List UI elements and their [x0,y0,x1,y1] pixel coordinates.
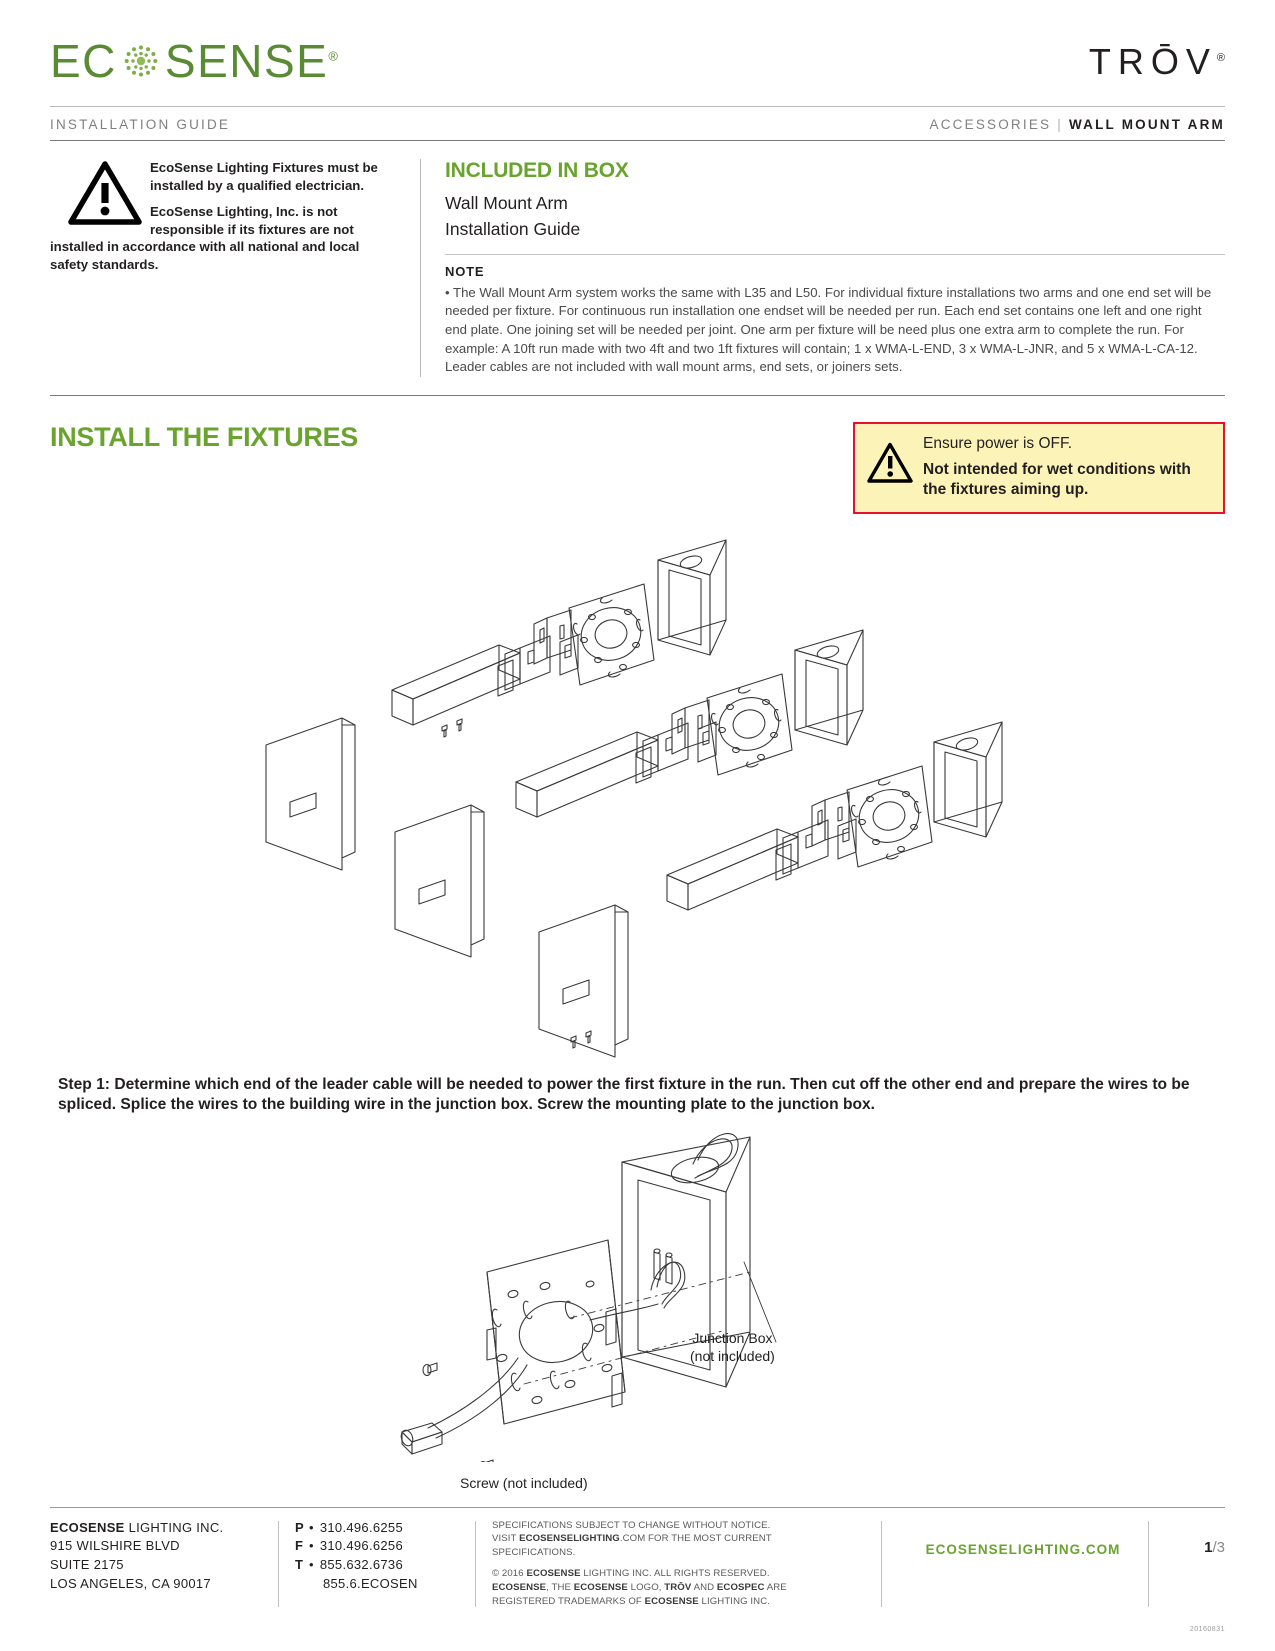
footer-address-line-2: 915 WILSHIRE BLVD [50,1538,180,1554]
page-number-total: 3 [1216,1538,1225,1556]
footer-address-line-3: SUITE 2175 [50,1557,124,1573]
page-number-separator: / [1212,1538,1217,1556]
included-item-1: Installation Guide [445,219,581,240]
included-in-box-block: INCLUDED IN BOX Wall Mount Arm Installat… [421,159,1225,377]
install-section-title: INSTALL THE FIXTURES [50,422,359,453]
legal-registered-brand: ECOSENSE [644,1596,699,1608]
warning-triangle-icon [867,442,913,484]
phone-number-toll: 855.632.6736 [319,1557,403,1573]
breadcrumb-category: ACCESSORIES [929,117,1052,132]
legal-tm-mid-3: AND [691,1582,717,1594]
breadcrumb: ACCESSORIES | WALL MOUNT ARM [930,117,1225,132]
callout-junction-box: Junction Box (not included) [690,1329,775,1365]
legal-spec-end: SPECIFICATIONS. [492,1547,576,1559]
footer-contact: P • 310.496.6255 F • 310.496.6256 T • 855.632.… [295,1519,475,1594]
trov-logo-text: TRŌV [1088,41,1217,82]
phone-number-main: 310.496.6255 [319,1519,403,1535]
legal-tm-brand-4: ECOSPEC [716,1582,765,1594]
brand-text-eco: EC [50,35,117,87]
footer-divider-3 [881,1520,882,1607]
breadcrumb-separator: | [1057,117,1063,132]
ecosense-logo: EC [50,38,339,84]
legal-tm-mid-1: , THE [546,1582,574,1594]
note-label: NOTE [445,263,485,279]
legal-tm-brand-1: ECOSENSE [492,1582,547,1594]
phone-number-toll-alt: 855.6.ECOSEN [323,1576,418,1592]
legal-copyright-post: LIGHTING INC. ALL RIGHTS RESERVED. [580,1568,770,1580]
callout-junction-box-line2: (not included) [690,1348,775,1364]
legal-tm-brand-3: TRŌV [664,1582,692,1594]
phone-label-f: F [295,1538,304,1554]
legal-copyright-pre: © 2016 [492,1568,527,1580]
footer-company-name: ECOSENSE [50,1519,125,1535]
included-in-box-title: INCLUDED IN BOX [445,159,629,182]
page-number-current: 1 [1204,1538,1213,1556]
warning-triangle-icon [68,161,142,225]
footer-divider [50,1506,1225,1508]
power-warning-line-1: Ensure power is OFF. [923,435,1073,453]
phone-label-p: P [295,1519,304,1535]
step-1-instruction: Step 1: Determine which end of the leade… [58,1075,1190,1114]
legal-visit-post: .COM FOR THE MOST CURRENT [619,1533,772,1545]
registered-mark: ® [328,48,340,64]
phone-number-fax: 310.496.6256 [319,1538,403,1554]
warning-line-2-head: EcoSense Lighting, Inc. is not responsib… [150,204,354,237]
legal-tm-post: ARE [764,1582,787,1594]
included-divider [445,253,1225,255]
subhead-divider [50,140,1225,141]
trov-registered-mark: ® [1216,52,1225,64]
page-header: EC [50,0,1225,100]
footer-website[interactable]: ECOSENSELIGHTING.COM [898,1519,1148,1559]
legal-registered-pre: REGISTERED TRADEMARKS OF [492,1596,645,1608]
phone-dot-1: • [309,1519,314,1535]
legal-visit-domain: ECOSENSELIGHTING [519,1533,620,1545]
footer-address: ECOSENSE LIGHTING INC. 915 WILSHIRE BLVD… [50,1519,278,1594]
electrician-warning-block: EcoSense Lighting Fixtures must be insta… [50,159,420,377]
footer-divider-4 [1148,1520,1149,1607]
warning-line-2-tail: installed in accordance with all nationa… [50,239,360,272]
power-off-warning-box: Ensure power is OFF. Not intended for we… [853,422,1225,514]
phone-dot-2: • [309,1538,314,1554]
page-number: 1/3 [1165,1519,1225,1556]
footer-company-suffix: LIGHTING INC. [124,1519,224,1535]
footer-website-link[interactable]: ECOSENSELIGHTING.COM [925,1541,1121,1557]
warning-line-1: EcoSense Lighting Fixtures must be insta… [150,160,378,193]
exploded-assembly-diagram [50,520,1225,1075]
callout-junction-box-line1: Junction Box [692,1329,773,1346]
trov-logo: TRŌV® [1089,38,1225,80]
footer-divider-1 [278,1520,279,1607]
info-row: EcoSense Lighting Fixtures must be insta… [50,141,1225,391]
document-type-label: INSTALLATION GUIDE [50,117,231,132]
note-body: • The Wall Mount Arm system works the sa… [445,284,1212,375]
footer-legal: SPECIFICATIONS SUBJECT TO CHANGE WITHOUT… [492,1519,881,1609]
legal-tm-mid-2: LOGO, [627,1582,665,1594]
phone-label-t: T [295,1557,304,1573]
legal-visit-pre: VISIT [492,1533,520,1545]
legal-copyright-brand: ECOSENSE [526,1568,581,1580]
callout-screw: Screw (not included) [460,1474,588,1491]
ecosense-dot-mark-icon [118,38,164,84]
brand-text-sense: SENSE [164,35,329,87]
included-item-0: Wall Mount Arm [445,193,568,213]
legal-registered-post: LIGHTING INC. [698,1596,771,1608]
section-divider [50,395,1225,397]
footer-divider-2 [475,1520,476,1607]
info-vertical-divider [420,159,421,378]
phone-dot-3: • [309,1557,314,1573]
header-subbar: INSTALLATION GUIDE ACCESSORIES | WALL MOUN… [50,107,1225,140]
install-section-header: INSTALL THE FIXTURES Ensure power is OFF… [50,396,1225,514]
legal-spec-notice: SPECIFICATIONS SUBJECT TO CHANGE WITHOUT… [492,1519,771,1531]
footer-address-line-4: LOS ANGELES, CA 90017 [50,1576,211,1592]
page-footer: ECOSENSE LIGHTING INC. 915 WILSHIRE BLVD… [50,1506,1225,1609]
power-warning-line-2: Not intended for wet conditions with the… [923,461,1191,498]
breadcrumb-product: WALL MOUNT ARM [1068,117,1225,132]
header-divider [50,106,1225,107]
document-revision-id: 20160831 [1189,1626,1225,1633]
junction-box-detail-diagram: Junction Box (not included) Screw (not i… [50,1132,1225,1491]
legal-tm-brand-2: ECOSENSE [573,1582,628,1594]
